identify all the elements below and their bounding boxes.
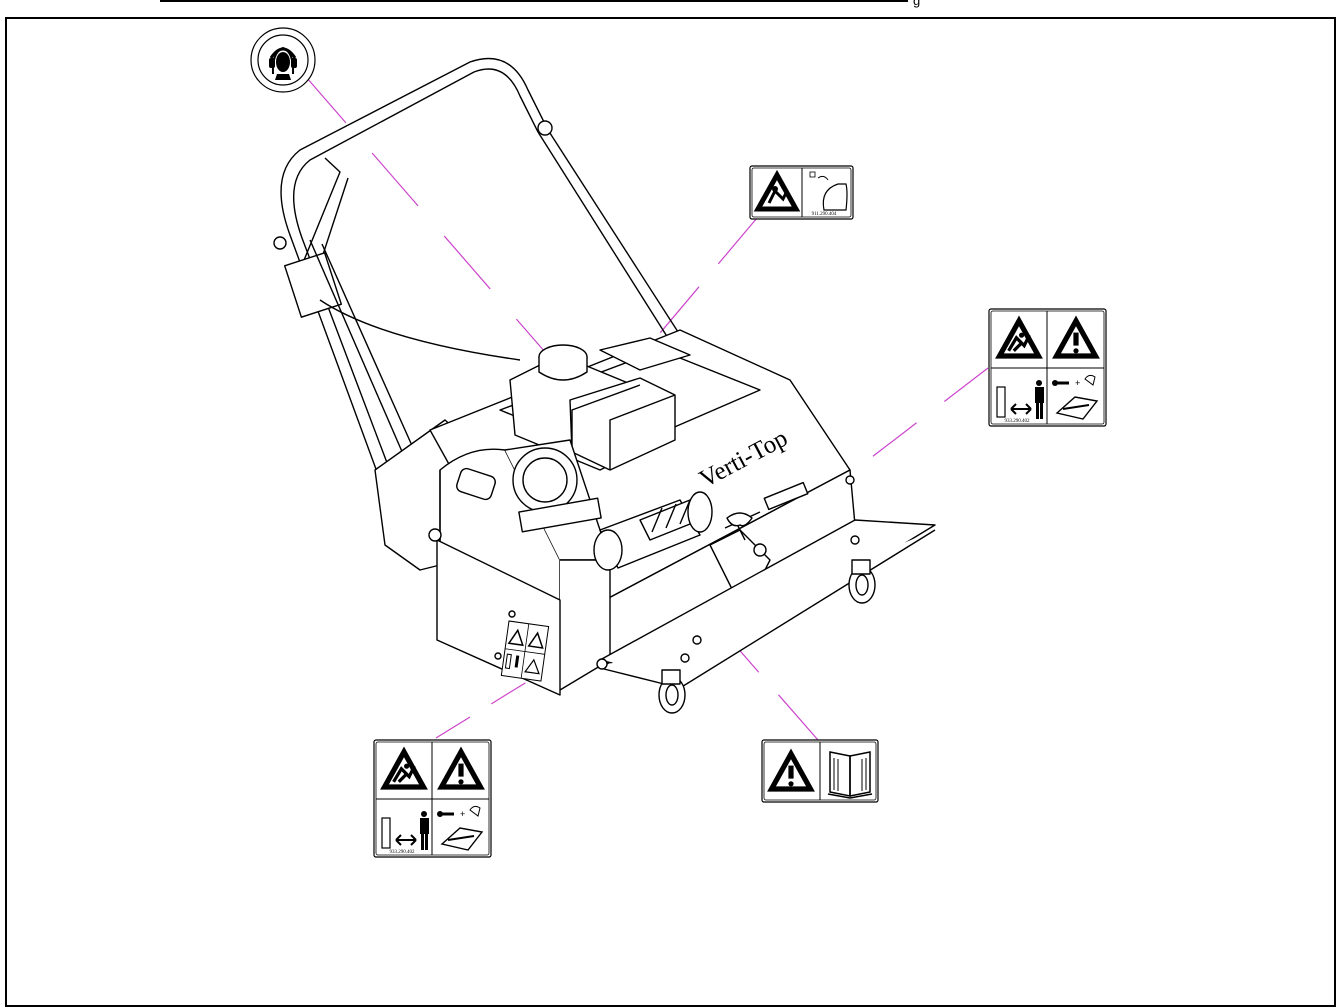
read-manual-icon	[827, 751, 873, 799]
svg-text:+: +	[460, 809, 465, 819]
leader-bottom-block	[435, 679, 531, 739]
read-manual-decal	[761, 739, 879, 803]
right-warning-block-decal: + 933.290.402	[988, 308, 1107, 427]
hearing-protection-icon	[269, 46, 297, 80]
verti-top-machine	[273, 57, 936, 714]
bottom-warning-block-decal: + 933.290.402	[373, 739, 492, 858]
disconnect-read-manual-icon: +	[437, 805, 484, 851]
side-plate-decal	[500, 620, 550, 682]
hearing-protection-decal	[250, 27, 316, 93]
engine	[509, 337, 691, 471]
header-trailing-text: g	[913, 0, 921, 8]
keep-distance-icon	[381, 811, 429, 850]
header-underline	[160, 0, 908, 2]
right-warning-block-code: 933.290.402	[1005, 419, 1031, 424]
header-strip: g	[0, 0, 1342, 16]
leader-hearing	[299, 69, 546, 353]
handle-frame	[273, 57, 681, 481]
wheels	[658, 559, 876, 714]
entanglement-decal-code: 911.290.404	[812, 212, 837, 217]
svg-text:+: +	[1075, 378, 1080, 388]
entanglement-decal: 911.290.404	[749, 165, 854, 220]
entanglement-hazard-icon	[753, 169, 801, 212]
leader-right-block	[841, 367, 989, 481]
front-roller	[593, 491, 713, 571]
keep-distance-icon	[996, 380, 1044, 419]
disconnect-read-manual-icon: +	[1052, 374, 1099, 420]
bottom-warning-block-code: 933.290.402	[390, 850, 416, 855]
